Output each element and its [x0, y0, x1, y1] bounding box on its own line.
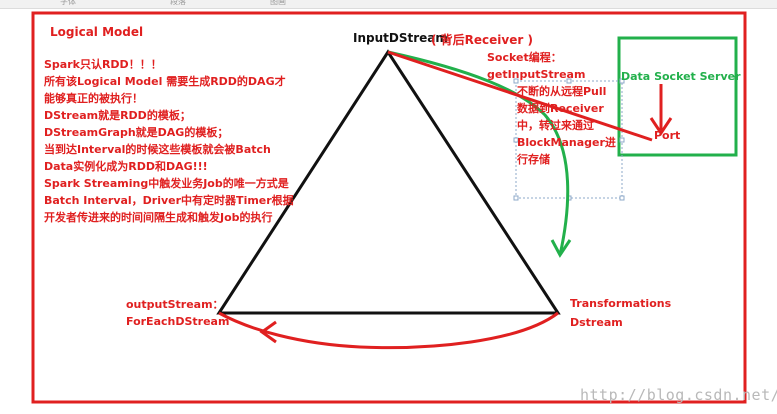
dag-triangle: [216, 49, 561, 315]
note-line: DStreamGraph就是DAG的模板；: [44, 126, 229, 139]
transformations-label: Transformations: [570, 297, 672, 310]
socket-desc-line: 数据到Receiver: [517, 102, 604, 115]
menu-item-paragraph[interactable]: 段落: [170, 0, 186, 6]
socket-desc-line: 中，转过来通过: [517, 119, 594, 132]
note-line: Spark Streaming中触发业务Job的唯一方式是: [44, 177, 289, 190]
server-to-port-arrowhead: [649, 117, 673, 136]
port-label: Port: [654, 129, 681, 142]
dstream-label: Dstream: [570, 316, 623, 329]
blog-watermark: http://blog.csdn.net/: [580, 386, 777, 404]
notes-block: Spark只认RDD！！！ 所有该Logical Model 需要生成RDD的D…: [44, 56, 294, 226]
note-line: Data实例化成为RDD和DAG!!!: [44, 160, 208, 173]
foreach-dstream-label: ForEachDStream: [126, 315, 230, 328]
socket-note-block: Socket编程： getInputStream: [487, 49, 585, 83]
input-dstream-label: InputDStream: [353, 31, 448, 45]
menu-item-drawing[interactable]: 图画: [270, 0, 286, 6]
menu-item-font[interactable]: 字体: [60, 0, 76, 6]
logical-model-frame: [31, 11, 747, 404]
socket-desc-line: 不断的从远程Pull: [517, 85, 607, 98]
note-line: Spark只认RDD！！！: [44, 58, 162, 71]
data-socket-server-label: Data Socket Server: [621, 70, 741, 83]
receive-flow-arrowhead: [550, 239, 572, 258]
note-line: Batch Interval，Driver中有定时器Timer根据: [44, 194, 294, 207]
note-line: 当到达Interval的时候这些模板就会被Batch: [44, 143, 271, 156]
data-socket-server-box: [617, 36, 738, 157]
socket-title: Socket编程：: [487, 51, 562, 64]
note-line: 开发者传进来的时间间隔生成和触发Job的执行: [44, 211, 273, 224]
socket-desc-line: BlockManager进: [517, 136, 616, 149]
receive-flow-arc: [387, 50, 570, 256]
note-line: 能够真正的被执行！: [44, 92, 143, 105]
note-line: 所有该Logical Model 需要生成RDD的DAG才: [44, 75, 286, 88]
output-flow-arc: [218, 311, 559, 350]
socket-description: 不断的从远程Pull 数据到Receiver 中，转过来通过 BlockMana…: [517, 83, 616, 168]
logical-model-title: Logical Model: [50, 25, 144, 39]
socket-function: getInputStream: [487, 68, 586, 81]
socket-connection-line: [387, 50, 653, 142]
output-flow-arrowhead: [259, 320, 277, 344]
socket-desc-line: 行存储: [517, 153, 550, 166]
receiver-note: ( 背后Receiver ): [431, 33, 533, 47]
note-line: DStream就是RDD的模板；: [44, 109, 191, 122]
output-stream-label: outputStream：: [126, 298, 224, 311]
ribbon-strip: 字体 段落 图画: [0, 0, 777, 9]
